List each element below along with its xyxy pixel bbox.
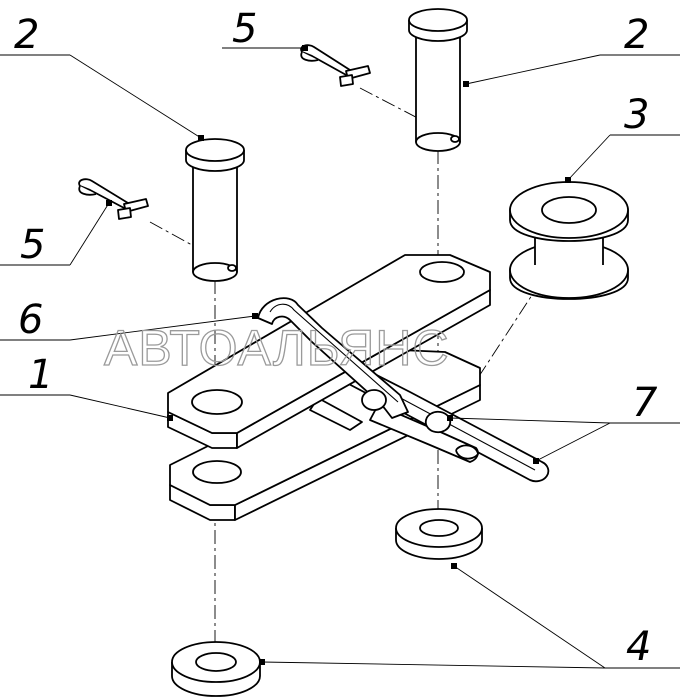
- leader-lines: [0, 47, 680, 669]
- washer-right: [395, 508, 483, 560]
- callout-3: 3: [624, 92, 649, 138]
- cotter-pin-top: [300, 44, 371, 87]
- callout-4: 4: [626, 624, 651, 670]
- callout-5-top: 5: [232, 6, 257, 52]
- cotter-pin-left: [78, 178, 149, 220]
- callout-7: 7: [632, 380, 658, 426]
- spool-roller: [509, 181, 629, 300]
- watermark-text: АВТОАЛЬЯНС: [104, 320, 450, 376]
- callout-2-left: 2: [14, 12, 39, 58]
- callout-1: 1: [28, 352, 53, 398]
- callout-6: 6: [18, 297, 43, 343]
- pin-left: [185, 138, 245, 282]
- leader-dots: [106, 45, 571, 665]
- washer-bottom: [171, 641, 261, 697]
- callout-2-right: 2: [624, 12, 649, 58]
- callout-numbers: 2 5 2 3 5 6 1 7 4: [14, 6, 658, 670]
- pin-right: [408, 8, 468, 152]
- callout-5-left: 5: [20, 222, 45, 268]
- u-bolt: [257, 297, 479, 460]
